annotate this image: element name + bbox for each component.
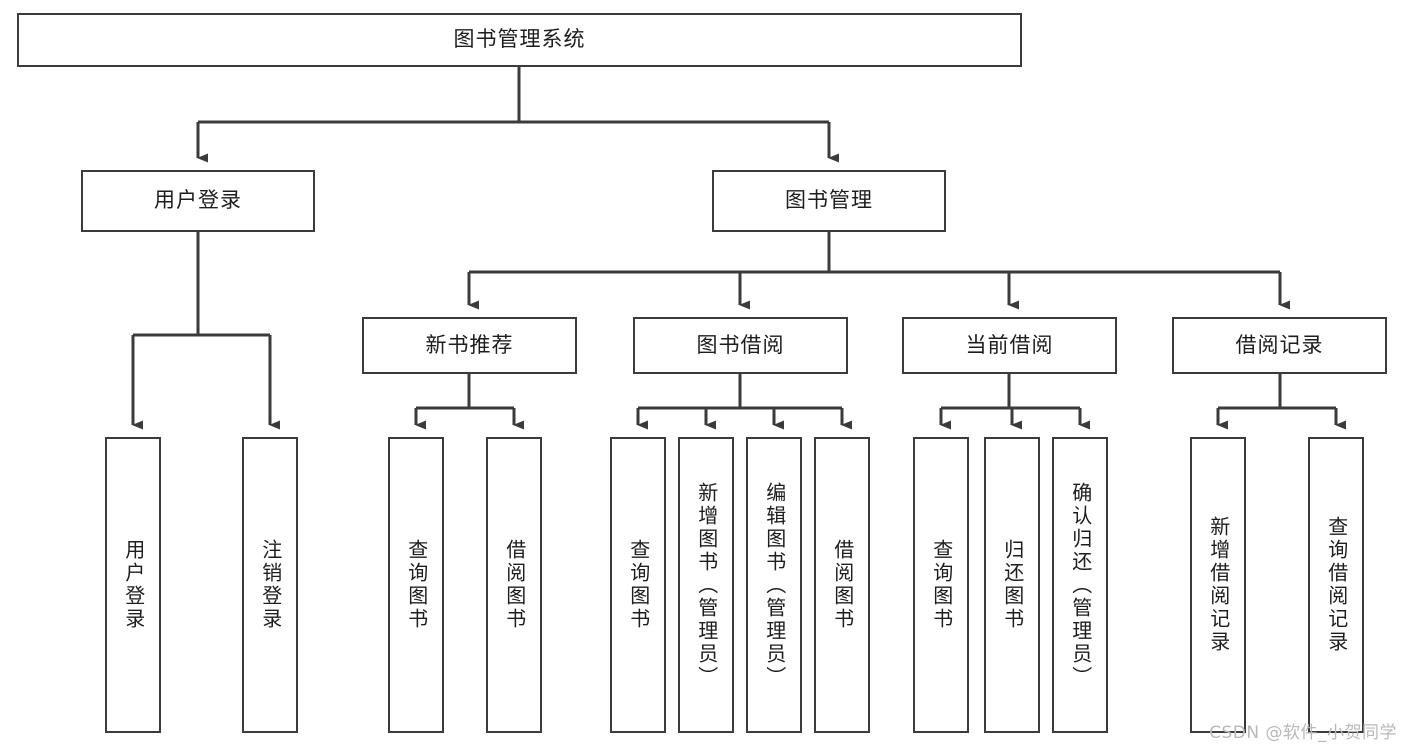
node-leaf-return-book[interactable]: 归还图书: [984, 437, 1040, 733]
node-leaf-query-book-1[interactable]: 查询图书: [388, 437, 444, 733]
node-leaf-logout[interactable]: 注销登录: [242, 437, 298, 733]
node-leaf-user-login-label: 用户登录: [121, 539, 146, 631]
node-user-login-label: 用户登录: [154, 188, 242, 213]
node-borrow-record-label: 借阅记录: [1235, 332, 1324, 357]
node-user-login[interactable]: 用户登录: [81, 170, 315, 232]
node-leaf-query-record-label: 查询借阅记录: [1324, 516, 1349, 654]
node-leaf-user-login[interactable]: 用户登录: [105, 437, 161, 733]
node-leaf-query-book-3[interactable]: 查询图书: [913, 437, 969, 733]
node-leaf-query-record[interactable]: 查询借阅记录: [1308, 437, 1364, 733]
node-book-manage[interactable]: 图书管理: [712, 170, 946, 232]
node-leaf-confirm-return[interactable]: 确认归还（管理员）: [1052, 437, 1108, 733]
node-root[interactable]: 图书管理系统: [17, 13, 1022, 67]
node-new-book-rec-label: 新书推荐: [425, 332, 514, 357]
node-leaf-edit-book[interactable]: 编辑图书（管理员）: [746, 437, 802, 733]
node-book-manage-label: 图书管理: [785, 188, 873, 213]
node-borrow-record[interactable]: 借阅记录: [1172, 317, 1387, 374]
node-leaf-edit-book-label: 编辑图书（管理员）: [762, 481, 787, 689]
node-leaf-return-book-label: 归还图书: [1000, 539, 1025, 631]
node-leaf-add-record-label: 新增借阅记录: [1206, 516, 1231, 654]
node-leaf-borrow-book-1-label: 借阅图书: [502, 539, 527, 631]
node-book-borrow-label: 图书借阅: [696, 332, 785, 357]
csdn-watermark: CSDN @软件_小贺同学: [1209, 723, 1397, 743]
node-new-book-rec[interactable]: 新书推荐: [362, 317, 577, 374]
node-leaf-logout-label: 注销登录: [258, 539, 283, 631]
node-current-borrow[interactable]: 当前借阅: [902, 317, 1117, 374]
node-leaf-query-book-3-label: 查询图书: [929, 539, 954, 631]
node-leaf-add-record[interactable]: 新增借阅记录: [1190, 437, 1246, 733]
node-leaf-add-book[interactable]: 新增图书（管理员）: [678, 437, 734, 733]
node-book-borrow[interactable]: 图书借阅: [633, 317, 848, 374]
node-current-borrow-label: 当前借阅: [965, 332, 1054, 357]
node-leaf-query-book-2[interactable]: 查询图书: [610, 437, 666, 733]
node-leaf-query-book-1-label: 查询图书: [404, 539, 429, 631]
node-leaf-add-book-label: 新增图书（管理员）: [694, 481, 719, 689]
node-leaf-query-book-2-label: 查询图书: [626, 539, 651, 631]
node-leaf-confirm-return-label: 确认归还（管理员）: [1068, 481, 1093, 689]
node-leaf-borrow-book-1[interactable]: 借阅图书: [486, 437, 542, 733]
node-leaf-borrow-book-2-label: 借阅图书: [830, 539, 855, 631]
node-leaf-borrow-book-2[interactable]: 借阅图书: [814, 437, 870, 733]
node-root-label: 图书管理系统: [453, 27, 586, 52]
